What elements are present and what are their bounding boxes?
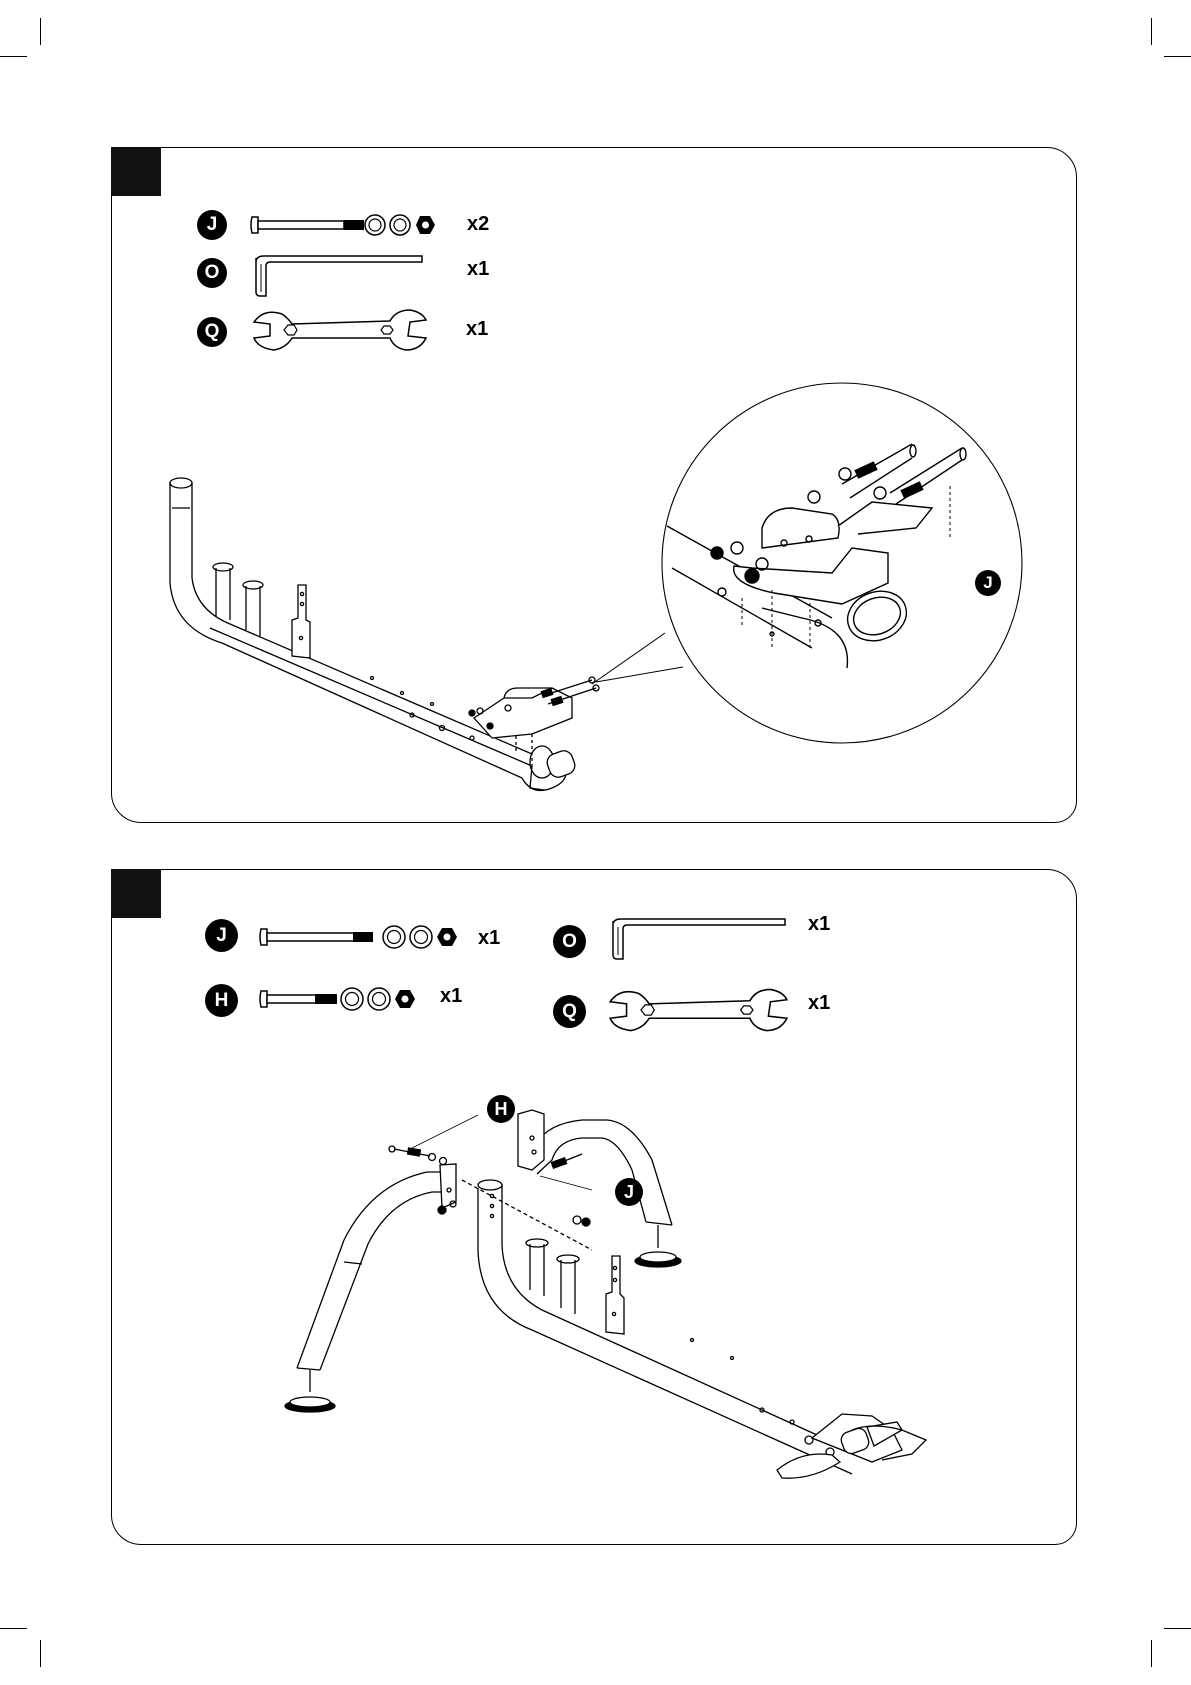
callout-badge: J (615, 1178, 643, 1206)
callout-badge: H (487, 1095, 515, 1123)
crop-mark (0, 1628, 27, 1629)
crop-mark (40, 1640, 41, 1667)
crop-mark (0, 56, 27, 57)
crop-mark (40, 18, 41, 45)
callout-badge: J (975, 570, 1001, 596)
frame-assembly-drawing (112, 148, 1078, 824)
crop-mark (1164, 1628, 1191, 1629)
crop-mark (1151, 1640, 1152, 1667)
frame-and-legs-assembly-drawing (112, 870, 1078, 1546)
crop-mark (1151, 18, 1152, 45)
crop-mark (1164, 56, 1191, 57)
step-1-panel: J x2 O x1 Q x1 (111, 147, 1077, 823)
step-2-panel: J x1 H x1 O x1 Q x1 (111, 869, 1077, 1545)
